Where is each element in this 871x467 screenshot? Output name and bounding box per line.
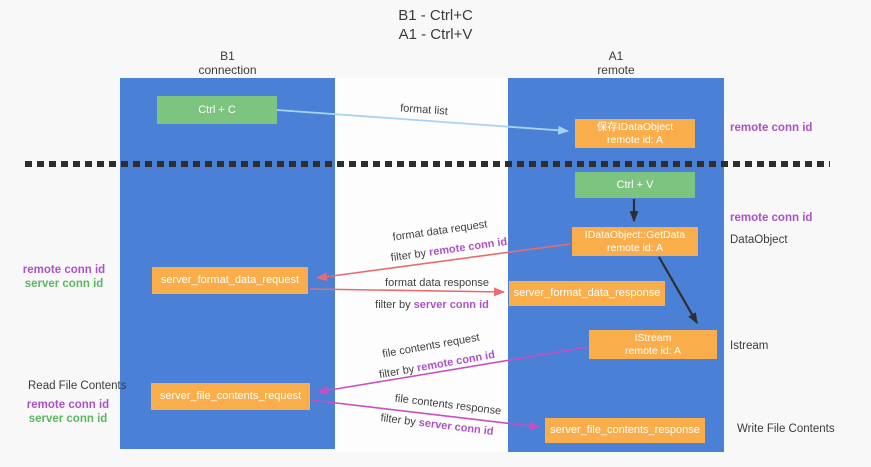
right-lane-header: A1 remote <box>508 49 724 77</box>
remote-conn-id-annotation: remote conn id <box>22 264 106 276</box>
format-data-response-label: format data response <box>385 277 489 289</box>
dataobject-annotation: DataObject <box>730 234 788 246</box>
server-file-contents-response-node: server_file_contents_response <box>545 418 705 443</box>
ctrl-v-node: Ctrl + V <box>575 172 695 198</box>
format-data-response-filter-label: filter by server conn id <box>375 299 489 311</box>
server-format-data-request-node: server_format_data_request <box>152 267 308 294</box>
left-lane-subtitle: connection <box>198 63 257 77</box>
left-mid-conn-id-block: remote conn id server conn id <box>14 263 114 291</box>
istream-line1: IStream <box>634 331 672 344</box>
server-format-data-request-label: server_format_data_request <box>160 274 300 286</box>
server-file-contents-response-label: server_file_contents_response <box>550 424 700 436</box>
right-lane-subtitle: remote <box>597 63 635 77</box>
remote-conn-id-annotation-top: remote conn id <box>730 122 813 134</box>
server-file-contents-request-label: server_file_contents_request <box>159 390 302 402</box>
getdata-node: IDataObject::GetData remote id: A <box>572 227 698 256</box>
left-bottom-conn-id-block: remote conn id server conn id <box>18 398 118 426</box>
save-dataobject-line1: 保存IDataObject <box>596 120 674 133</box>
read-file-contents-annotation: Read File Contents <box>28 380 127 392</box>
ctrl-v-label: Ctrl + V <box>616 178 654 191</box>
filter-by-text: filter by <box>375 299 414 311</box>
save-dataobject-line2: remote id: A <box>606 133 664 146</box>
server-file-contents-request-node: server_file_contents_request <box>151 383 310 410</box>
left-lane-header: B1 connection <box>120 49 335 77</box>
save-dataobject-node: 保存IDataObject remote id: A <box>575 119 695 148</box>
title-line-1: B1 - Ctrl+C <box>398 7 473 24</box>
title-line-2: A1 - Ctrl+V <box>398 26 473 43</box>
remote-conn-id-annotation-mid: remote conn id <box>730 212 813 224</box>
ctrl-c-label: Ctrl + C <box>198 103 236 116</box>
istream-line2: remote id: A <box>624 344 682 357</box>
getdata-line1: IDataObject::GetData <box>584 228 686 241</box>
ctrl-c-node: Ctrl + C <box>157 96 277 124</box>
istream-node: IStream remote id: A <box>589 330 717 359</box>
right-lane-title: A1 <box>608 49 624 63</box>
write-file-contents-annotation: Write File Contents <box>737 423 835 435</box>
server-format-data-response-node: server_format_data_response <box>509 281 665 306</box>
server-conn-id-annotation: server conn id <box>24 278 104 290</box>
server-conn-id-annotation: server conn id <box>28 413 108 425</box>
remote-conn-id-annotation: remote conn id <box>26 399 110 411</box>
left-lane-title: B1 <box>220 49 235 63</box>
server-conn-id-key: server conn id <box>413 299 489 311</box>
getdata-line2: remote id: A <box>606 241 664 254</box>
istream-annotation: Istream <box>730 340 769 352</box>
server-format-data-response-label: server_format_data_response <box>513 287 661 299</box>
diagram-title: B1 - Ctrl+C A1 - Ctrl+V <box>0 6 871 44</box>
